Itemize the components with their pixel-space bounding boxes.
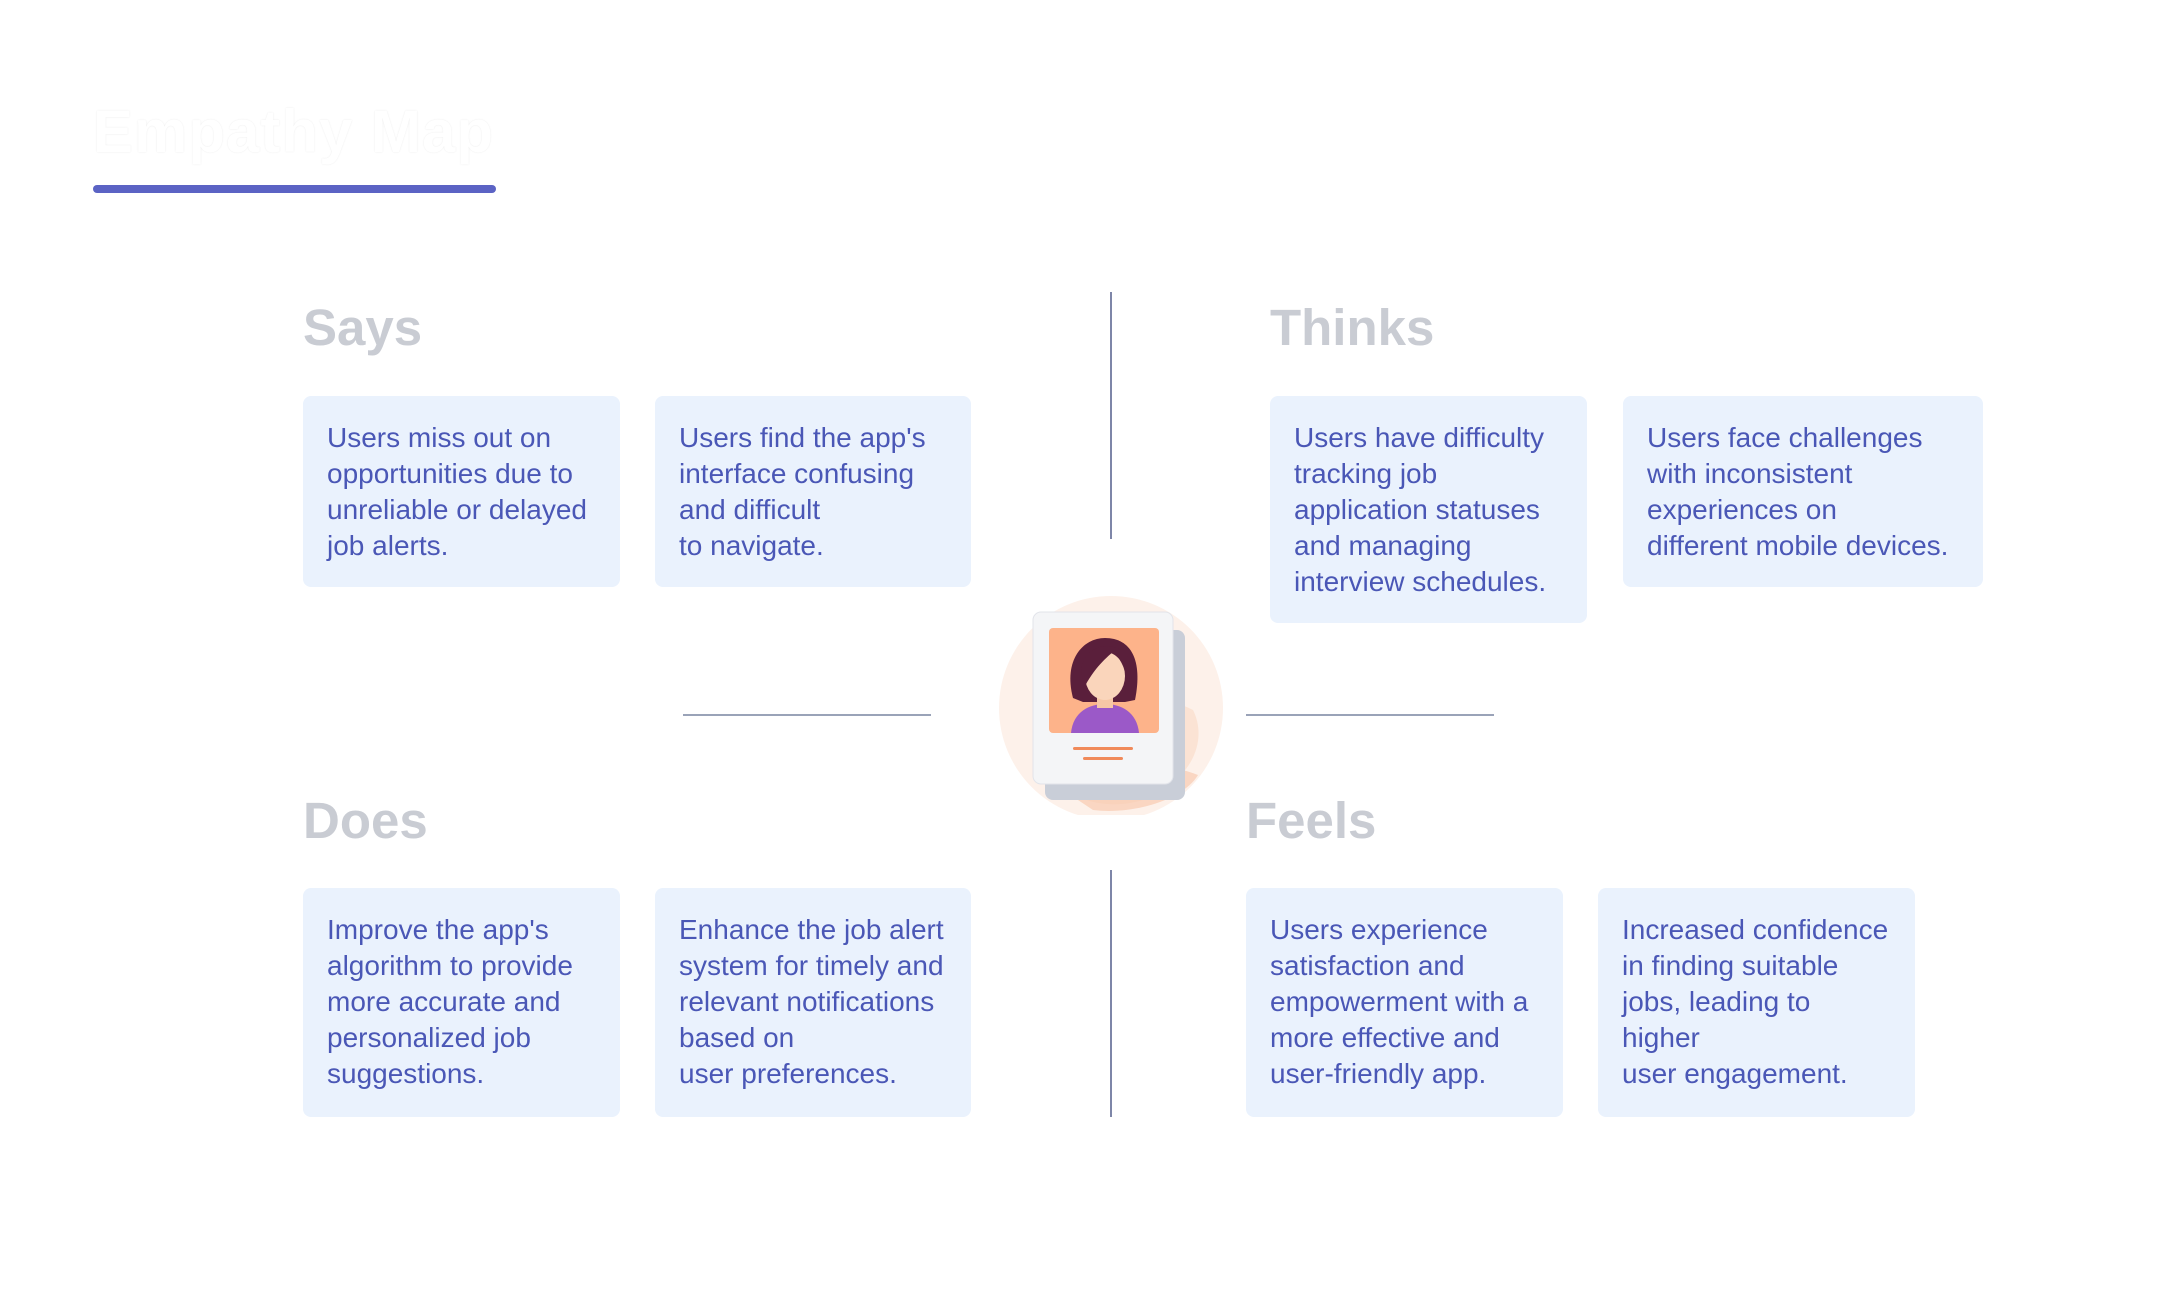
feels-heading: Feels xyxy=(1246,792,1377,849)
does-card-2: Enhance the job alert system for timely … xyxy=(655,888,971,1117)
title-underline xyxy=(93,185,496,193)
divider-horizontal-right xyxy=(1246,714,1494,716)
feels-card-2: Increased confidence in finding suitable… xyxy=(1598,888,1915,1117)
says-card-2: Users find the app's interface confusing… xyxy=(655,396,971,587)
divider-vertical-bottom xyxy=(1110,870,1112,1117)
says-heading: Says xyxy=(303,299,423,356)
user-profile-card-icon xyxy=(993,590,1223,820)
divider-vertical-top xyxy=(1110,292,1112,539)
thinks-heading: Thinks xyxy=(1270,299,1435,356)
thinks-card-1: Users have difficulty tracking job appli… xyxy=(1270,396,1587,623)
thinks-card-2: Users face challenges with inconsistent … xyxy=(1623,396,1983,587)
does-heading: Does xyxy=(303,792,428,849)
divider-horizontal-left xyxy=(683,714,931,716)
says-card-1: Users miss out on opportunities due to u… xyxy=(303,396,620,587)
feels-card-1: Users experience satisfaction and empowe… xyxy=(1246,888,1563,1117)
persona-illustration xyxy=(999,596,1223,820)
page-title: Empathy Map xyxy=(93,98,495,165)
does-card-1: Improve the app's algorithm to provide m… xyxy=(303,888,620,1117)
